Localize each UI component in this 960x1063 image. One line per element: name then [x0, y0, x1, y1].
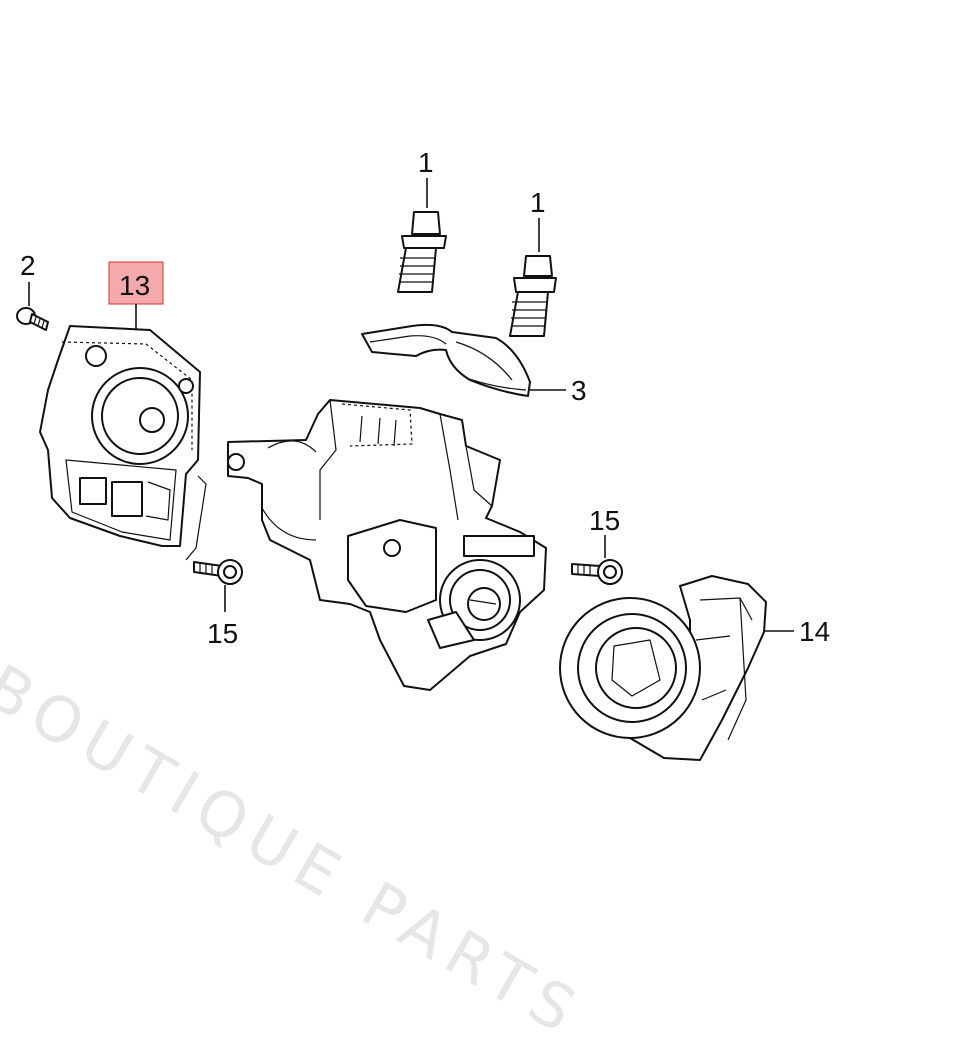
- ignition-switch-part-13: [39, 325, 207, 561]
- callout-15-bottom[interactable]: 15: [207, 618, 238, 649]
- bolt-part-1-right: [509, 255, 557, 337]
- callout-2[interactable]: 2: [20, 250, 36, 281]
- callout-14[interactable]: 14: [799, 616, 830, 647]
- screw-part-2: [16, 307, 49, 331]
- callout-1-left[interactable]: 1: [418, 147, 434, 178]
- highlight-box-13: [108, 261, 164, 305]
- callout-15-right[interactable]: 15: [589, 505, 620, 536]
- bracket-part-3: [361, 323, 531, 397]
- key-cylinder-cover-part-14: [559, 575, 767, 761]
- parts-diagram: 13 2 1 1 3 15 15 14: [16, 147, 830, 761]
- callout-1-right[interactable]: 1: [530, 187, 546, 218]
- callout-13[interactable]: 13: [119, 270, 150, 301]
- bolt-part-1-left: [397, 211, 447, 293]
- screw-part-15-bottom: [193, 559, 243, 585]
- callout-3[interactable]: 3: [571, 375, 587, 406]
- screw-part-15-right: [571, 559, 623, 585]
- steering-lock-housing: [227, 399, 547, 691]
